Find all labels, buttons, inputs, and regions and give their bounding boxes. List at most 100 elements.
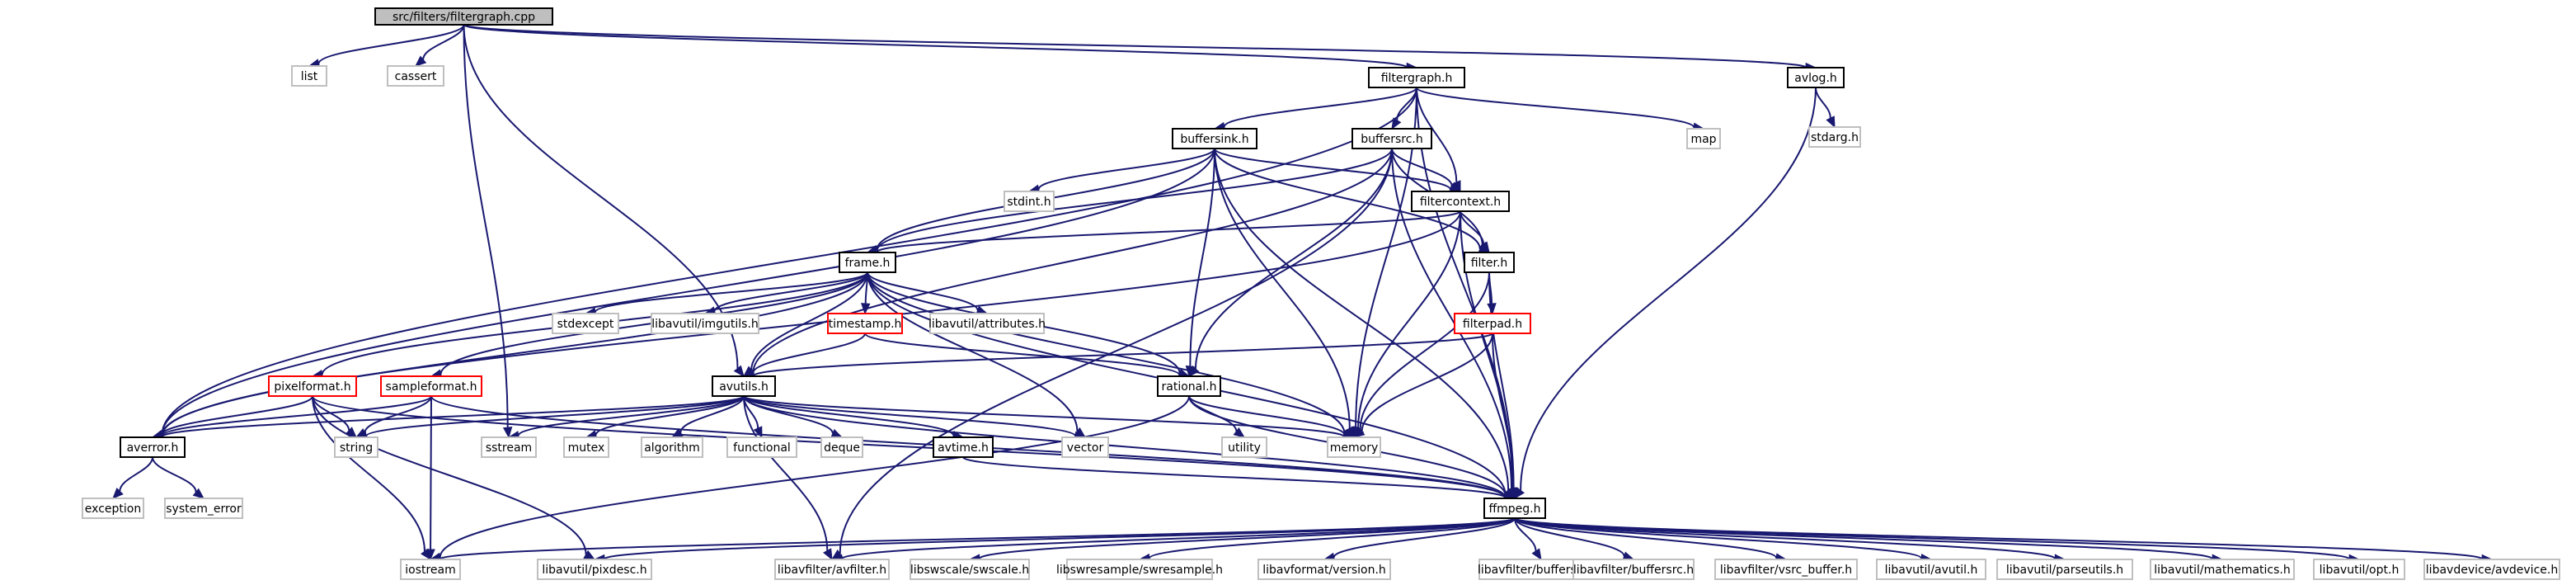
node-box-filtergraph-cpp [374, 7, 553, 26]
edge-frame-h-to-avutils-h [750, 271, 868, 370]
edge-frame-h-to-libavutil-attributes-h [867, 271, 979, 311]
arrowhead-frame-h-to-timestamp-h [861, 303, 871, 315]
edge-avutils-h-to-averror-h [161, 395, 745, 438]
node-libavdevice-avdevice-h: libavdevice/avdevice.h [2423, 559, 2560, 580]
edge-ffmpeg-h-to-libavutil-parseutils-h [1514, 517, 2057, 560]
node-box-rational-h [1157, 375, 1221, 397]
node-label-libavfilter-vsrc-buffer-h: libavfilter/vsrc_buffer.h [1720, 564, 1852, 577]
node-label-avlog-h: avlog.h [1794, 72, 1837, 85]
node-averror-h[interactable]: averror.h [120, 436, 186, 458]
arrowhead-filtergraph-cpp-to-cassert [415, 55, 427, 67]
arrowhead-buffersrc-h-to-filtercontext-h [1449, 182, 1462, 192]
node-label-libavdevice-avdevice-h: libavdevice/avdevice.h [2426, 564, 2558, 577]
node-libavutil-opt-h: libavutil/opt.h [2313, 559, 2405, 580]
edge-filtergraph-cpp-to-filtergraph-h [463, 24, 1408, 68]
edge-rational-h-to-memory [1188, 395, 1346, 436]
node-box-buffersink-h [1172, 128, 1257, 149]
node-sampleformat-h[interactable]: sampleformat.h [380, 375, 482, 397]
node-libavutil-attributes-h: libavutil/attributes.h [928, 313, 1046, 334]
node-filtercontext-h[interactable]: filtercontext.h [1411, 191, 1510, 212]
node-frame-h[interactable]: frame.h [839, 252, 896, 273]
node-avtime-h[interactable]: avtime.h [933, 436, 994, 458]
node-libswresample-swresample-h: libswresample/swresample.h [1056, 559, 1223, 580]
node-box-avlog-h [1787, 67, 1845, 88]
node-label-iostream: iostream [405, 564, 456, 577]
arrowhead-filtergraph-cpp-to-sstream [502, 426, 513, 439]
edge-ffmpeg-h-to-libavfilter-avfilter-h [840, 517, 1516, 560]
node-ffmpeg-h[interactable]: ffmpeg.h [1483, 498, 1546, 519]
edge-buffersrc-h-to-avutils-h [752, 148, 1393, 374]
node-label-buffersink-h: buffersink.h [1180, 133, 1248, 146]
node-label-rational-h: rational.h [1162, 380, 1217, 394]
edge-sampleformat-h-to-string [364, 395, 432, 433]
node-box-libavutil-parseutils-h [1996, 559, 2133, 580]
arrowhead-filtergraph-cpp-to-avutils-h [733, 365, 745, 378]
node-label-mutex: mutex [568, 441, 605, 455]
node-box-cassert [387, 65, 444, 87]
node-stdexcept: stdexcept [552, 313, 619, 334]
node-box-frame-h [839, 252, 896, 273]
edge-filtergraph-cpp-to-avlog-h [463, 24, 1807, 68]
node-libavutil-pixdesc-h: libavutil/pixdesc.h [537, 559, 652, 580]
edge-pixelformat-h-to-ffmpeg-h [312, 395, 1507, 498]
node-box-libavformat-version-h [1257, 559, 1391, 580]
edge-timestamp-h-to-rational-h [864, 333, 1181, 376]
node-label-libavutil-mathematics-h: libavutil/mathematics.h [2154, 564, 2291, 577]
node-pixelformat-h[interactable]: pixelformat.h [268, 375, 357, 397]
node-label-libavfilter-buffersrc-h: libavfilter/buffersrc.h [1573, 564, 1694, 577]
node-box-libavutil-avutil-h [1876, 559, 1986, 580]
edge-avutils-h-to-memory [743, 395, 1346, 438]
node-avlog-h[interactable]: avlog.h [1787, 67, 1845, 88]
node-label-libavformat-version-h: libavformat/version.h [1262, 564, 1386, 577]
node-filter-h[interactable]: filter.h [1464, 252, 1515, 273]
node-label-stdint-h: stdint.h [1007, 196, 1051, 209]
node-cassert: cassert [387, 65, 444, 87]
node-filtergraph-h[interactable]: filtergraph.h [1368, 67, 1465, 88]
edge-ffmpeg-h-to-libavfilter-buffersrc-h [1514, 517, 1625, 557]
edge-ffmpeg-h-to-libavutil-opt-h [1514, 517, 2351, 560]
node-label-filter-h: filter.h [1471, 257, 1508, 270]
arrowhead-filterpad-h-to-memory [1352, 427, 1366, 438]
node-buffersrc-h[interactable]: buffersrc.h [1351, 128, 1432, 149]
node-label-vector: vector [1067, 441, 1104, 455]
node-box-filterpad-h [1454, 313, 1531, 334]
graph-edges [112, 24, 2494, 564]
node-label-libavutil-imgutils-h: libavutil/imgutils.h [651, 318, 759, 331]
node-buffersink-h[interactable]: buffersink.h [1172, 128, 1257, 149]
node-libavutil-mathematics-h: libavutil/mathematics.h [2150, 559, 2295, 580]
node-box-libavutil-imgutils-h [651, 313, 759, 334]
edge-avutils-h-to-algorithm [679, 395, 745, 433]
edge-ffmpeg-h-to-iostream [439, 517, 1516, 560]
node-timestamp-h[interactable]: timestamp.h [827, 313, 903, 334]
node-stdint-h: stdint.h [1004, 191, 1055, 212]
node-box-functional [726, 436, 797, 458]
node-mutex: mutex [563, 436, 609, 458]
node-label-pixelformat-h: pixelformat.h [274, 380, 350, 394]
node-box-avtime-h [933, 436, 994, 458]
node-box-libavutil-opt-h [2313, 559, 2405, 580]
edge-averror-h-to-exception [119, 456, 153, 492]
node-filterpad-h[interactable]: filterpad.h [1454, 313, 1531, 334]
edge-buffersrc-h-to-frame-h [876, 148, 1393, 251]
node-rational-h[interactable]: rational.h [1157, 375, 1221, 397]
arrowhead-pixelformat-h-to-string [345, 427, 357, 438]
node-filtergraph-cpp: src/filters/filtergraph.cpp [374, 7, 553, 26]
node-libavutil-imgutils-h: libavutil/imgutils.h [651, 313, 759, 334]
edge-filter-h-to-ffmpeg-h [1488, 271, 1515, 489]
edge-buffersink-h-to-ffmpeg-h [1214, 148, 1510, 491]
node-box-buffersrc-h [1351, 128, 1432, 149]
node-box-utility [1221, 436, 1267, 458]
node-avutils-h[interactable]: avutils.h [712, 375, 776, 397]
edge-filtergraph-cpp-to-cassert [422, 24, 465, 60]
node-box-libavutil-pixdesc-h [537, 559, 652, 580]
node-box-pixelformat-h [268, 375, 357, 397]
node-box-string [334, 436, 378, 458]
node-box-sstream [481, 436, 537, 458]
node-libavfilter-buffersrc-h: libavfilter/buffersrc.h [1572, 559, 1695, 580]
node-label-buffersrc-h: buffersrc.h [1361, 133, 1423, 146]
node-box-ffmpeg-h [1483, 498, 1546, 519]
edge-filtercontext-h-to-memory [1357, 210, 1461, 429]
edge-frame-h-to-averror-h [161, 271, 868, 436]
edge-buffersink-h-to-memory [1214, 148, 1351, 429]
edge-pixelformat-h-to-iostream [312, 395, 425, 552]
